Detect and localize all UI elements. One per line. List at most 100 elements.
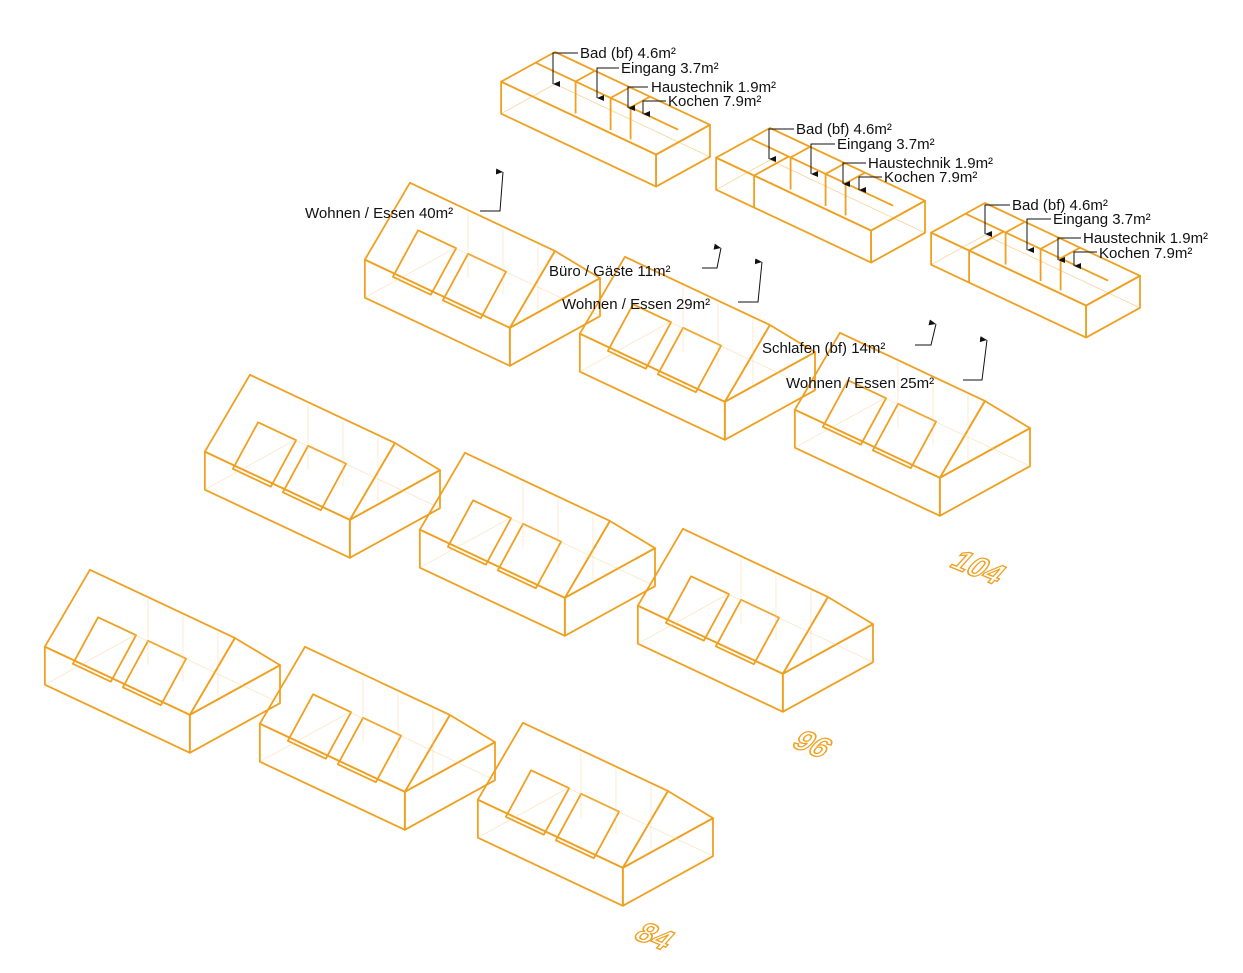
house-5 [418, 451, 656, 637]
house-front-wall [43, 645, 191, 754]
floor-plan-3 [930, 202, 1141, 339]
house-front-wall [363, 258, 511, 367]
house-dormer [714, 598, 780, 666]
size-label-84: 84 [626, 916, 683, 957]
house-gable [781, 596, 874, 675]
house-hidden-edge [204, 439, 296, 491]
house-gable [563, 520, 656, 599]
house-gable [403, 714, 496, 793]
house-dormer [391, 229, 457, 296]
label-haustechnik: Haustechnik 1.9m² [1083, 230, 1208, 247]
house-hidden-edge [419, 517, 511, 569]
plan-room-divider [1059, 246, 1081, 291]
plan-room-divider [574, 70, 596, 114]
house-front-wall [793, 408, 941, 517]
size-label-104: 104 [942, 544, 1015, 591]
label-schlafen: Schlafen (bf) 14m² [762, 340, 885, 357]
size-label-96: 96 [784, 724, 840, 765]
plan-room-divider [789, 146, 811, 190]
house-hidden-edge [477, 787, 569, 839]
house-dormer [336, 716, 402, 784]
plan-room-divider [753, 155, 790, 208]
house-gable [723, 324, 816, 403]
house-side-wall [621, 817, 714, 907]
label-bad: Bad (bf) 4.6m² [1012, 197, 1108, 214]
plan-room-divider [968, 230, 1005, 283]
house-hidden-edge [884, 397, 1031, 467]
label-buero: Büro / Gäste 11m² [549, 263, 670, 280]
house-dormer [606, 303, 672, 370]
house-dormer [121, 639, 187, 707]
plan-front-face [715, 156, 872, 264]
plan-3-annotations: Bad (bf) 4.6m² Eingang 3.7m² Haustechnik… [762, 197, 1208, 392]
house-7 [43, 568, 281, 754]
house-front-wall [203, 450, 351, 559]
label-wohnen: Wohnen / Essen 25m² [786, 375, 934, 392]
house-hidden-edge [349, 711, 496, 781]
house-side-wall [938, 427, 1031, 517]
plan-room-divider [1004, 221, 1026, 265]
house-dormer [446, 499, 512, 566]
house-side-wall [188, 664, 281, 754]
house-1 [363, 181, 601, 367]
house-dormer [871, 402, 937, 470]
plan-room-divider [965, 212, 1109, 282]
size-number: 104 [943, 545, 1014, 591]
house-dormer [664, 575, 730, 642]
house-3 [793, 331, 1031, 517]
house-side-wall [781, 623, 874, 713]
house-hidden-edge [794, 397, 886, 449]
house-hidden-edge [579, 321, 671, 373]
house-gable [508, 250, 601, 329]
house-side-wall [563, 547, 656, 637]
floor-plan-2 [715, 127, 926, 264]
plan-side-face [655, 123, 711, 188]
house-dormer [496, 522, 562, 590]
house-roof-front [476, 721, 669, 869]
label-wohnen: Wohnen / Essen 40m² [305, 205, 453, 222]
label-kochen: Kochen 7.9m² [884, 169, 977, 186]
house-roof-front [43, 568, 236, 716]
plan-room-divider [844, 171, 866, 216]
house-hidden-edge [567, 787, 714, 857]
house-9 [476, 721, 714, 907]
size-number: 84 [627, 917, 683, 957]
house-front-wall [418, 528, 566, 637]
house-hidden-edge [669, 321, 816, 391]
house-dormer [281, 444, 347, 512]
label-bad: Bad (bf) 4.6m² [796, 121, 892, 138]
house-gable [938, 400, 1031, 479]
house-gable [621, 790, 714, 869]
plan-room-divider [750, 137, 894, 207]
label-eingang: Eingang 3.7m² [621, 60, 719, 77]
house-hidden-edge [364, 247, 456, 299]
house-gable [348, 442, 441, 521]
floor-plan-1 [500, 51, 711, 188]
house-front-wall [258, 722, 406, 831]
plan-room-divider [609, 86, 631, 130]
size-number: 96 [785, 725, 840, 764]
plan-room-divider [535, 61, 679, 131]
label-kochen: Kochen 7.9m² [668, 93, 761, 110]
house-hidden-edge [727, 593, 874, 663]
houses-layer [43, 181, 1031, 907]
plan-front-face [500, 80, 657, 188]
house-roof-front [418, 451, 611, 599]
label-kochen: Kochen 7.9m² [1099, 245, 1192, 262]
house-hidden-edge [259, 711, 351, 763]
house-side-wall [348, 469, 441, 559]
house-hidden-edge [637, 593, 729, 645]
house-front-wall [476, 798, 624, 907]
house-dormer [504, 769, 570, 836]
plan-side-face [1085, 274, 1141, 339]
house-8 [258, 645, 496, 831]
house-gable [188, 637, 281, 716]
house-dormer [231, 421, 297, 488]
plan-1-annotations: Bad (bf) 4.6m² Eingang 3.7m² Haustechnik… [305, 45, 776, 222]
house-roof-front [258, 645, 451, 793]
plan-side-face [870, 199, 926, 264]
house-front-wall [578, 332, 726, 441]
label-haustechnik: Haustechnik 1.9m² [651, 79, 776, 96]
plan-2-annotations: Bad (bf) 4.6m² Eingang 3.7m² Haustechnik… [549, 121, 993, 313]
